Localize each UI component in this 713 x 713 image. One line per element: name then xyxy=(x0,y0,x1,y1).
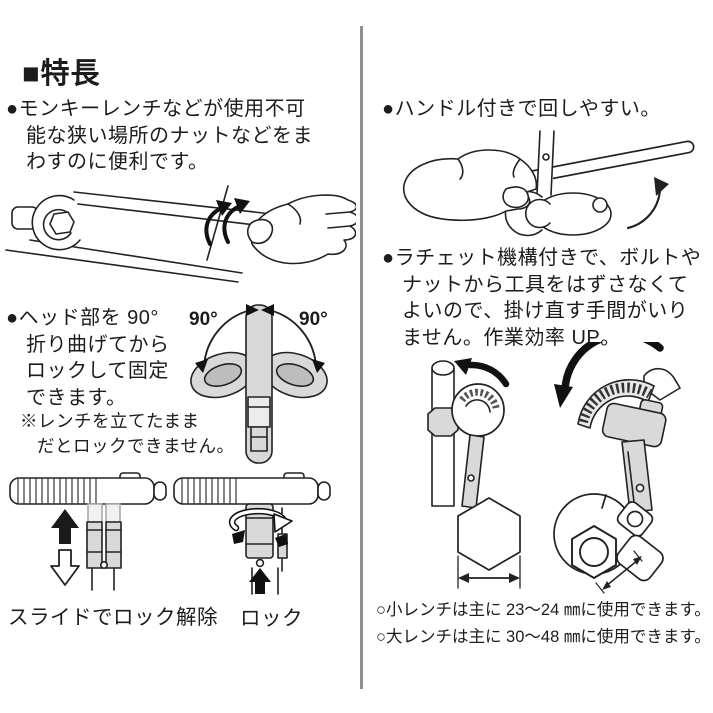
text-line: ※レンチを立てたまま xyxy=(20,411,200,431)
text-line: できます。 xyxy=(26,386,127,409)
grip-hatching xyxy=(17,478,97,504)
wall-line xyxy=(206,185,229,261)
text-line: ●モンキーレンチなどが使用不可 xyxy=(6,98,306,120)
nut xyxy=(49,211,75,235)
hex-nut xyxy=(457,497,521,571)
ratchet-body xyxy=(601,398,667,448)
folded-handle-bar xyxy=(173,477,319,505)
twist-arrow-icon xyxy=(228,507,293,547)
text-line: 能な狭い場所のナットなどをま xyxy=(26,124,313,147)
ground-line xyxy=(5,249,239,283)
lock-collar xyxy=(245,503,288,595)
text-line: ●ラチェット機構付きで、ボルトや xyxy=(382,247,702,269)
hand xyxy=(402,149,538,222)
page-title: ■特長 xyxy=(22,58,101,90)
turn-arrow-icon xyxy=(454,358,510,388)
illustration-handle-turning xyxy=(402,130,695,237)
angle-label-right: 90° xyxy=(299,309,328,330)
rotation-arrows-icon xyxy=(204,198,250,246)
nut-bore xyxy=(579,537,609,567)
pawl-lever xyxy=(643,367,681,401)
hand xyxy=(246,194,356,265)
text-line: 折り曲げてから xyxy=(26,333,170,356)
usage-note-large: ○大レンチは主に 30〜48 ㎜に使用できます。 xyxy=(376,627,711,646)
angle-label-left: 90° xyxy=(189,309,218,330)
swing-arc-arrows-icon xyxy=(195,304,325,373)
text-line: わすのに便利です。 xyxy=(26,151,209,173)
bar-end-cap xyxy=(317,481,331,501)
pivot-hole xyxy=(626,510,644,528)
vertical-shaft xyxy=(536,130,555,196)
head-left-position xyxy=(190,351,256,399)
slider-ghost-position xyxy=(87,503,121,523)
swing-arrow-icon xyxy=(554,342,664,408)
illustration-head-90-degrees xyxy=(190,304,328,464)
usage-note-small: ○小レンチは主に 23〜24 ㎜に使用できます。 xyxy=(376,601,711,619)
text-line: ロックして固定 xyxy=(26,360,169,382)
illustration-hex-size xyxy=(457,497,521,589)
illustration-lock xyxy=(173,472,331,595)
feature-handle-text: ●ハンドル付きで回しやすい。 xyxy=(382,98,661,120)
illustration-ratchet-on-pipe xyxy=(427,358,510,509)
swing-arrow-icon xyxy=(626,177,669,230)
text-line: だとロックできません。 xyxy=(37,436,235,456)
feature-narrow-space-text: ●モンキーレンチなどが使用不可 能な狭い場所のナットなどをま わすのに便利です。 xyxy=(6,96,313,176)
handle-rail-bottom xyxy=(77,203,265,227)
text-line: ●ヘッド部を 90° xyxy=(6,307,159,329)
column-divider xyxy=(360,26,363,689)
illustration-large-capacity xyxy=(553,493,664,594)
grip-hatching xyxy=(181,478,237,504)
ratchet-head xyxy=(451,383,505,437)
slide-up-arrow-icon xyxy=(51,509,79,544)
folded-handle-bar xyxy=(9,477,155,505)
caption-slide-unlock: スライドでロック解除 xyxy=(8,606,218,629)
text-line: よいので、掛け直す手間がいり xyxy=(402,300,689,322)
lock-collar xyxy=(247,396,271,452)
illustration-wrench-narrow-space xyxy=(5,185,356,283)
toothed-jaw xyxy=(577,379,655,429)
feature-head90-text: ●ヘッド部を 90° 折り曲げてから ロックして固定 できます。 xyxy=(6,305,170,411)
illustration-slide-unlock xyxy=(9,472,167,591)
pipe-nut xyxy=(427,407,459,437)
pipe xyxy=(431,360,455,507)
lock-pin-arrow-icon xyxy=(249,568,271,594)
slider-prongs xyxy=(86,521,122,591)
wrench-handle xyxy=(621,439,653,513)
illustration-ratchet-mechanism xyxy=(554,342,681,513)
slide-down-arrow-icon xyxy=(50,549,80,586)
feature-head90-note: ※レンチを立てたまま だとロックできません。 xyxy=(20,409,234,459)
text-line: ナットから工具をはずさなくて xyxy=(402,273,689,296)
feature-ratchet-text: ●ラチェット機構付きで、ボルトや ナットから工具をはずさなくて よいので、掛け直… xyxy=(382,245,701,351)
caption-lock: ロック xyxy=(240,607,303,630)
text-line: ません。作業効率 UP。 xyxy=(402,326,621,349)
dimension-arrow-icon xyxy=(457,555,521,589)
head-notch xyxy=(601,494,607,509)
usage-notes: ○小レンチは主に 23〜24 ㎜に使用できます。 ○大レンチは主に 30〜48 … xyxy=(376,597,711,650)
dimension-arrow-icon xyxy=(595,550,643,594)
bar-end-cap xyxy=(153,481,167,501)
